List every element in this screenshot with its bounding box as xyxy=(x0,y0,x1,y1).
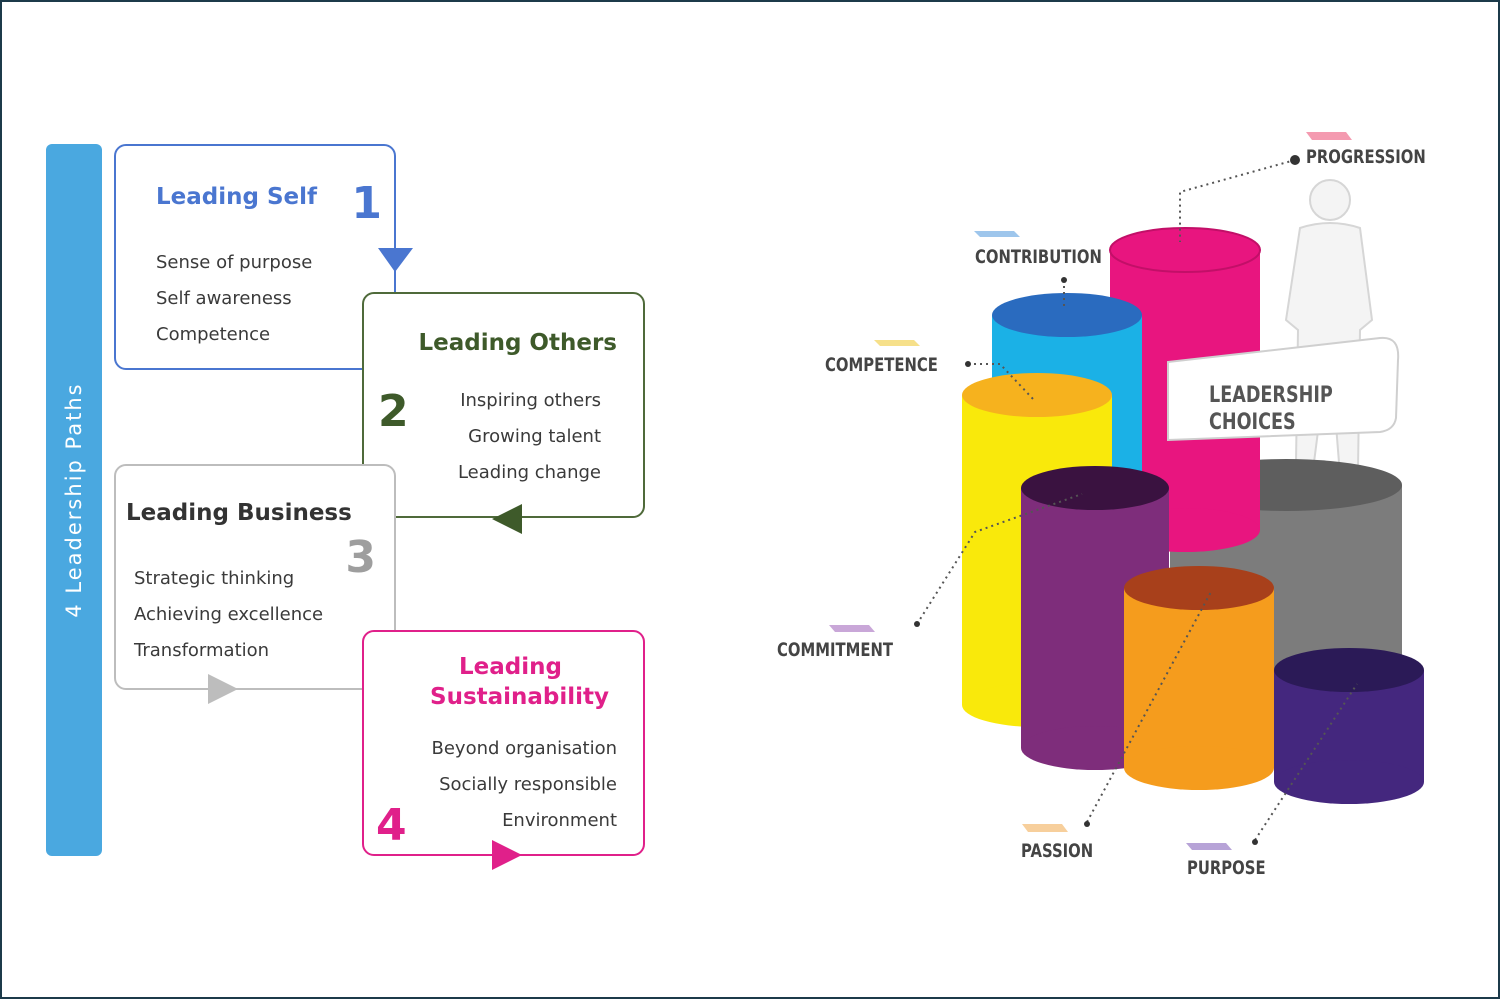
leading-others-item: Inspiring others xyxy=(460,390,601,411)
leading-business-box: Leading Business 3 Strategic thinking Ac… xyxy=(114,464,396,690)
step-number-2: 2 xyxy=(378,386,409,437)
leading-self-title: Leading Self xyxy=(156,184,318,210)
leading-sustainability-box: Leading Sustainability Beyond organisati… xyxy=(362,630,645,856)
leading-others-item: Leading change xyxy=(457,462,601,483)
leading-others-item: Growing talent xyxy=(468,426,601,447)
leading-others-box: Leading Others 2 Inspiring others Growin… xyxy=(362,292,645,518)
caption-progression: PROGRESSION xyxy=(1306,146,1426,168)
leading-sustainability-title-line2: Sustainability xyxy=(430,684,610,710)
leading-business-item: Transformation xyxy=(134,640,270,661)
leading-self-box: Leading Self 1 Sense of purpose Self awa… xyxy=(114,144,396,370)
caption-contribution: CONTRIBUTION xyxy=(975,246,1102,268)
step-number-4: 4 xyxy=(376,800,407,851)
leader-lines xyxy=(916,159,1358,841)
leading-sustainability-item: Socially responsible xyxy=(439,774,617,795)
leading-others-title: Leading Others xyxy=(418,330,617,356)
caption-passion: PASSION xyxy=(1021,840,1094,862)
leader-dots xyxy=(914,155,1300,845)
leading-self-item: Sense of purpose xyxy=(156,252,313,273)
leadership-choices-label-2: CHOICES xyxy=(1209,409,1296,434)
step-number-1: 1 xyxy=(351,178,382,229)
caption-competence: COMPETENCE xyxy=(825,354,938,376)
leading-self-item: Self awareness xyxy=(156,288,292,309)
leading-business-item: Strategic thinking xyxy=(134,568,295,589)
leadership-choices-ribbon: LEADERSHIP CHOICES xyxy=(1167,336,1400,442)
leading-self-item: Competence xyxy=(156,324,271,345)
passion-cylinder xyxy=(1124,566,1274,790)
leading-business-title: Leading Business xyxy=(126,500,352,526)
leadership-paths-bar: 4 Leadership Paths xyxy=(46,144,102,856)
purpose-cylinder xyxy=(1274,648,1424,804)
leadership-choices-label-1: LEADERSHIP xyxy=(1209,382,1333,407)
caption-purpose: PURPOSE xyxy=(1187,857,1266,879)
leading-sustainability-item: Beyond organisation xyxy=(431,738,618,759)
leading-business-item: Achieving excellence xyxy=(134,604,324,625)
caption-commitment: COMMITMENT xyxy=(777,639,893,661)
caption-tags xyxy=(829,132,1352,850)
leading-sustainability-title-line1: Leading xyxy=(459,654,562,680)
leading-sustainability-item: Environment xyxy=(502,810,617,831)
step-number-3: 3 xyxy=(345,532,376,583)
